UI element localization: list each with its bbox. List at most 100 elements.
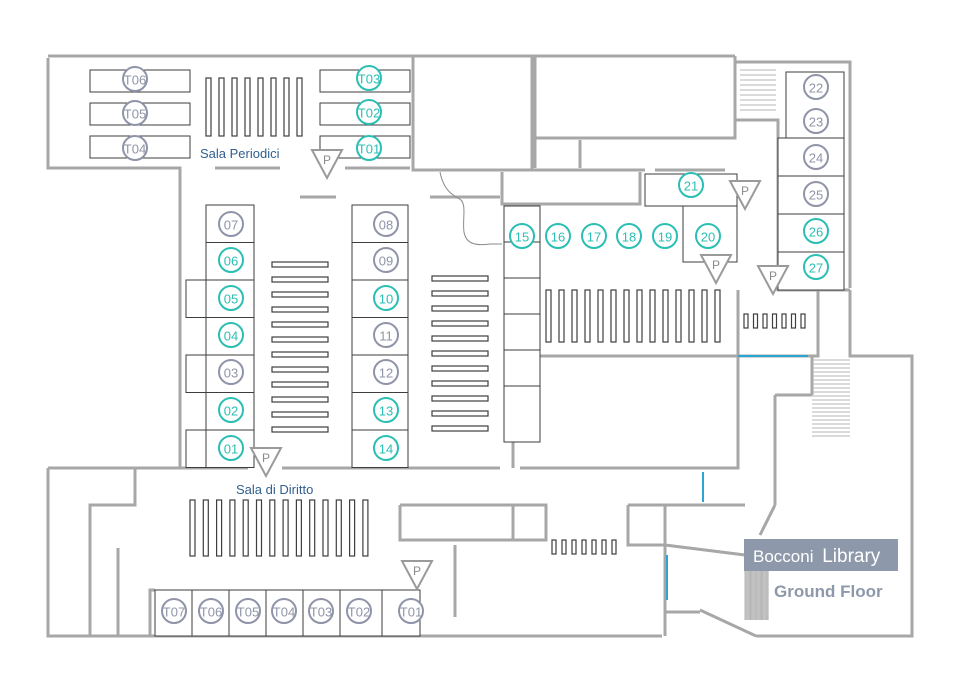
- seat-23[interactable]: 23: [803, 108, 829, 134]
- seat-circle[interactable]: [218, 435, 244, 461]
- seat-circle[interactable]: [308, 598, 334, 624]
- seat-circle[interactable]: [218, 247, 244, 273]
- seat-circle[interactable]: [218, 359, 244, 385]
- seat-18[interactable]: 18: [616, 223, 642, 249]
- seat-circle[interactable]: [218, 322, 244, 348]
- shelf: [584, 289, 591, 343]
- seats[interactable]: T06T05T04T03T02T010706050403020108091011…: [122, 65, 829, 624]
- seat-19[interactable]: 19: [652, 223, 678, 249]
- seat-t05[interactable]: T05: [122, 100, 148, 126]
- seat-09[interactable]: 09: [373, 247, 399, 273]
- shelf: [610, 289, 617, 343]
- seat-t02[interactable]: T02: [356, 99, 382, 125]
- seat-circle[interactable]: [218, 211, 244, 237]
- shelf: [636, 289, 643, 343]
- shelf: [431, 425, 489, 432]
- seat-circle[interactable]: [803, 181, 829, 207]
- shelf: [271, 321, 329, 328]
- seat-10[interactable]: 10: [373, 285, 399, 311]
- seat-21[interactable]: 21: [678, 172, 704, 198]
- seat-circle[interactable]: [509, 223, 535, 249]
- seat-06[interactable]: 06: [218, 247, 244, 273]
- seat-24[interactable]: 24: [803, 144, 829, 170]
- seat-circle[interactable]: [581, 223, 607, 249]
- seat-circle[interactable]: [652, 223, 678, 249]
- seat-16[interactable]: 16: [545, 223, 571, 249]
- shelf: [322, 499, 329, 557]
- seat-label: 08: [379, 218, 393, 233]
- seat-label: T06: [200, 605, 222, 620]
- seat-11[interactable]: 11: [373, 322, 399, 348]
- seat-circle[interactable]: [356, 65, 382, 91]
- seat-circle[interactable]: [346, 598, 372, 624]
- seat-circle[interactable]: [373, 397, 399, 423]
- seat-circle[interactable]: [373, 211, 399, 237]
- parking-triangle: [400, 560, 434, 592]
- seat-22[interactable]: 22: [803, 74, 829, 100]
- seat-15[interactable]: 15: [509, 223, 535, 249]
- seat-t04[interactable]: T04: [122, 135, 148, 161]
- seat-dt01[interactable]: T01: [398, 598, 424, 624]
- seat-circle[interactable]: [373, 322, 399, 348]
- seat-circle[interactable]: [198, 598, 224, 624]
- parking-triangle: [728, 180, 762, 212]
- seat-circle[interactable]: [695, 223, 721, 249]
- seat-circle[interactable]: [803, 74, 829, 100]
- seat-label: T01: [358, 142, 380, 157]
- seat-circle[interactable]: [122, 135, 148, 161]
- seat-circle[interactable]: [356, 99, 382, 125]
- shelf: [309, 499, 316, 557]
- seat-04[interactable]: 04: [218, 322, 244, 348]
- seat-label: 13: [379, 404, 393, 419]
- seat-01[interactable]: 01: [218, 435, 244, 461]
- seat-circle[interactable]: [616, 223, 642, 249]
- seat-02[interactable]: 02: [218, 397, 244, 423]
- seat-t01[interactable]: T01: [356, 135, 382, 161]
- seat-14[interactable]: 14: [373, 435, 399, 461]
- seat-08[interactable]: 08: [373, 211, 399, 237]
- seat-dt07[interactable]: T07: [161, 598, 187, 624]
- seat-label: T03: [358, 72, 380, 87]
- seat-t06[interactable]: T06: [122, 66, 148, 92]
- seat-t03[interactable]: T03: [356, 65, 382, 91]
- seat-circle[interactable]: [545, 223, 571, 249]
- seat-circle[interactable]: [271, 598, 297, 624]
- seat-circle[interactable]: [803, 144, 829, 170]
- seat-circle[interactable]: [678, 172, 704, 198]
- seat-circle[interactable]: [373, 285, 399, 311]
- seat-12[interactable]: 12: [373, 359, 399, 385]
- seat-dt05[interactable]: T05: [235, 598, 261, 624]
- seat-dt02[interactable]: T02: [346, 598, 372, 624]
- seat-05[interactable]: 05: [218, 285, 244, 311]
- seat-circle[interactable]: [122, 66, 148, 92]
- seat-circle[interactable]: [373, 435, 399, 461]
- seat-20[interactable]: 20: [695, 223, 721, 249]
- seat-dt03[interactable]: T03: [308, 598, 334, 624]
- seat-27[interactable]: 27: [803, 254, 829, 280]
- seat-dt04[interactable]: T04: [271, 598, 297, 624]
- seat-circle[interactable]: [218, 285, 244, 311]
- room-label-periodici: Sala Periodici: [200, 146, 280, 161]
- seat-circle[interactable]: [218, 397, 244, 423]
- seat-circle[interactable]: [803, 218, 829, 244]
- seat-07[interactable]: 07: [218, 211, 244, 237]
- seat-circle[interactable]: [161, 598, 187, 624]
- seat-circle[interactable]: [803, 254, 829, 280]
- seat-26[interactable]: 26: [803, 218, 829, 244]
- seat-25[interactable]: 25: [803, 181, 829, 207]
- seat-circle[interactable]: [373, 247, 399, 273]
- seat-03[interactable]: 03: [218, 359, 244, 385]
- seat-circle[interactable]: [235, 598, 261, 624]
- shelf: [431, 305, 489, 312]
- seat-17[interactable]: 17: [581, 223, 607, 249]
- seat-circle[interactable]: [122, 100, 148, 126]
- shelf: [216, 499, 223, 557]
- seat-13[interactable]: 13: [373, 397, 399, 423]
- seat-circle[interactable]: [803, 108, 829, 134]
- shelf: [688, 289, 695, 343]
- seat-circle[interactable]: [356, 135, 382, 161]
- seat-dt06[interactable]: T06: [198, 598, 224, 624]
- seat-circle[interactable]: [398, 598, 424, 624]
- seat-circle[interactable]: [373, 359, 399, 385]
- shelf: [271, 426, 329, 433]
